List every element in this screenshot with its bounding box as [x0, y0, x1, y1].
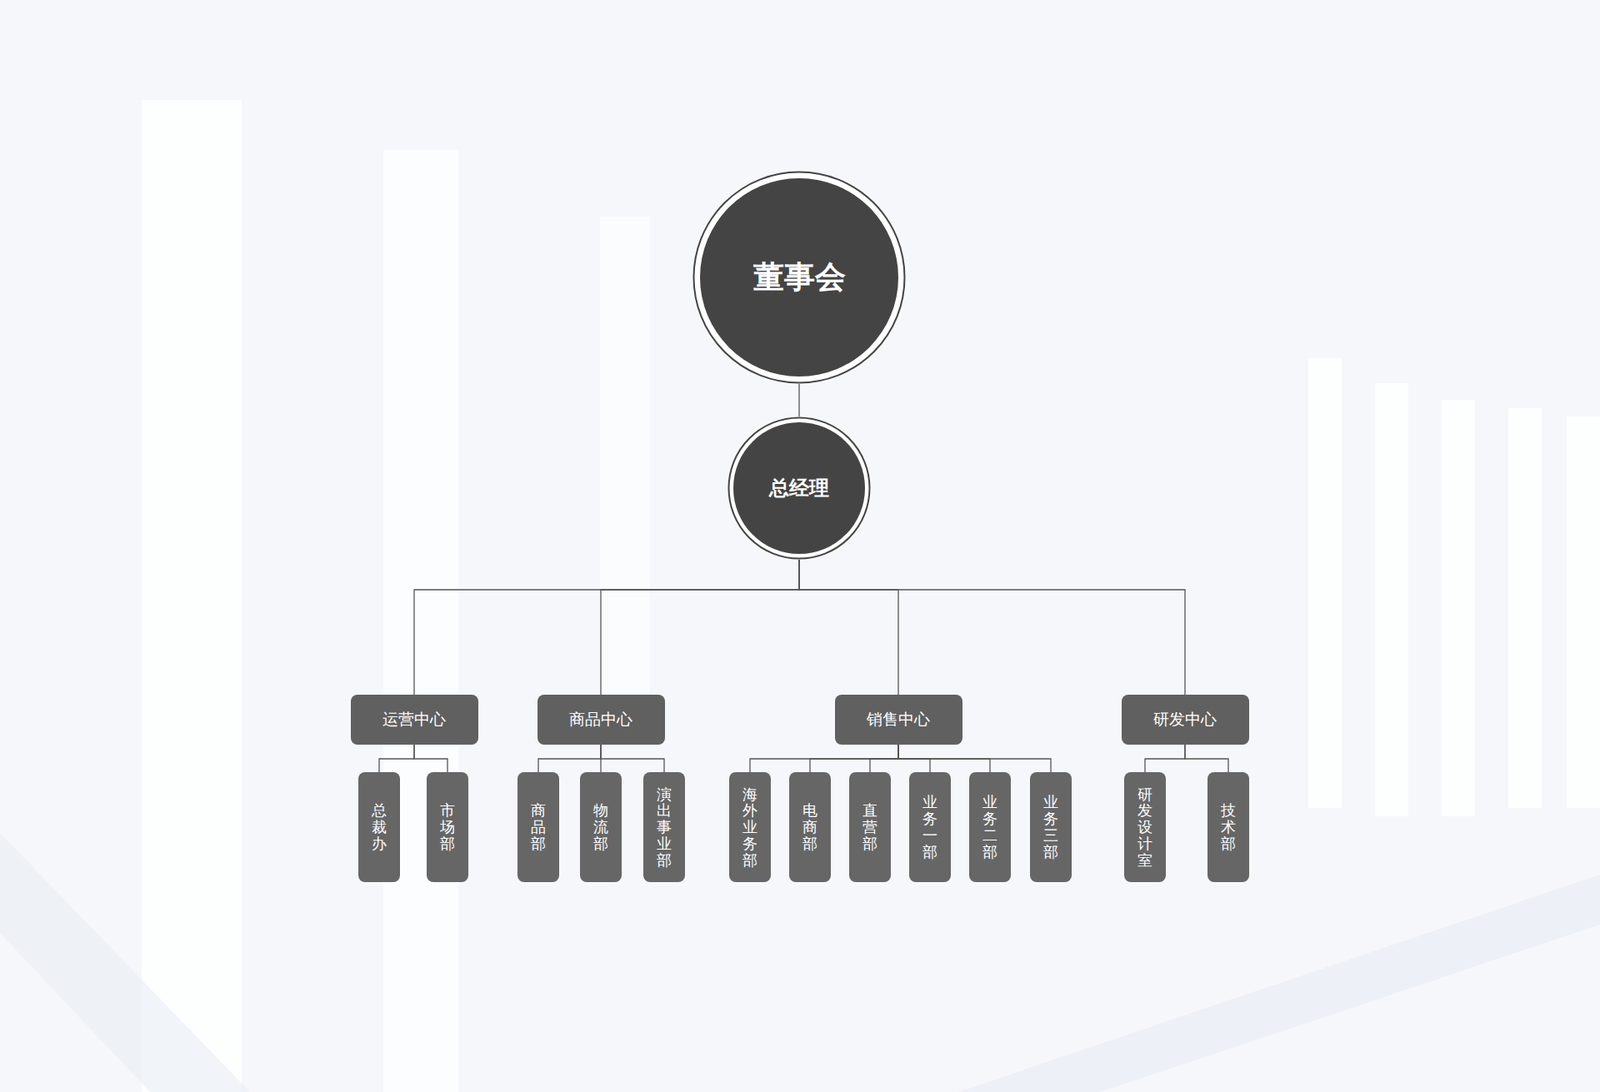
pillar [600, 216, 650, 717]
connector [898, 745, 1051, 773]
center-box: 销售中心 [835, 695, 963, 745]
department-box: 技术部 [1207, 772, 1250, 883]
connector [600, 745, 665, 773]
connector [1185, 745, 1229, 773]
connector [379, 745, 415, 773]
connector [799, 560, 1185, 695]
connector [870, 745, 899, 773]
department-box: 海外业务部 [729, 772, 771, 883]
node-label: 技术部 [1220, 802, 1236, 852]
department-box: 业务三部 [1030, 772, 1072, 883]
connector [750, 745, 899, 773]
pillar [1566, 416, 1600, 809]
department-box: 物流部 [580, 772, 622, 883]
center-box: 商品中心 [537, 695, 665, 745]
connector [600, 560, 800, 695]
node-label: 市场部 [440, 802, 455, 852]
node-label: 业务三部 [1043, 794, 1059, 860]
circle-node: 董事会 [692, 170, 906, 385]
node-label: 海外业务部 [742, 786, 758, 870]
node-label: 董事会 [753, 256, 846, 299]
node-label: 研发设计室 [1137, 786, 1153, 870]
connector [799, 560, 899, 695]
department-box: 业务二部 [969, 772, 1011, 883]
circle-ring [729, 418, 870, 560]
pillar [1441, 400, 1475, 817]
connector [414, 560, 800, 695]
circle-ring [694, 172, 905, 384]
connector [798, 384, 800, 417]
node-label: 商品部 [530, 802, 546, 852]
circle-node: 总经理 [727, 416, 871, 560]
center-box: 研发中心 [1121, 695, 1250, 745]
pillar [1508, 408, 1542, 809]
node-label: 演出事业部 [656, 786, 672, 870]
circle-fill [733, 422, 865, 555]
circle-fill [700, 178, 899, 377]
pillar [1375, 383, 1409, 817]
floor-shadow [0, 833, 250, 1092]
node-label: 销售中心 [866, 709, 930, 731]
node-label: 业务一部 [922, 794, 938, 860]
pillar [383, 150, 459, 1092]
department-box: 演出事业部 [643, 772, 685, 883]
department-box: 业务一部 [909, 772, 951, 883]
department-box: 商品部 [517, 772, 560, 883]
connector [538, 745, 601, 773]
node-label: 商品中心 [569, 709, 633, 731]
department-box: 电商部 [789, 772, 831, 883]
node-label: 物流部 [593, 802, 609, 852]
connector [1145, 745, 1185, 773]
node-label: 研发中心 [1153, 709, 1217, 731]
center-box: 运营中心 [350, 695, 479, 745]
node-label: 业务二部 [982, 794, 998, 860]
node-label: 总裁办 [371, 802, 387, 852]
pillar [1308, 358, 1342, 809]
floor-shadow [958, 875, 1600, 1092]
node-label: 电商部 [802, 802, 818, 852]
pillar [141, 100, 242, 1092]
department-box: 直营部 [849, 772, 891, 883]
node-label: 总经理 [769, 475, 830, 502]
connector [414, 745, 448, 773]
node-label: 直营部 [862, 802, 878, 852]
department-box: 总裁办 [358, 772, 400, 883]
department-box: 研发设计室 [1124, 772, 1166, 883]
connector [810, 745, 899, 773]
department-box: 市场部 [426, 772, 469, 883]
node-label: 运营中心 [382, 709, 446, 731]
